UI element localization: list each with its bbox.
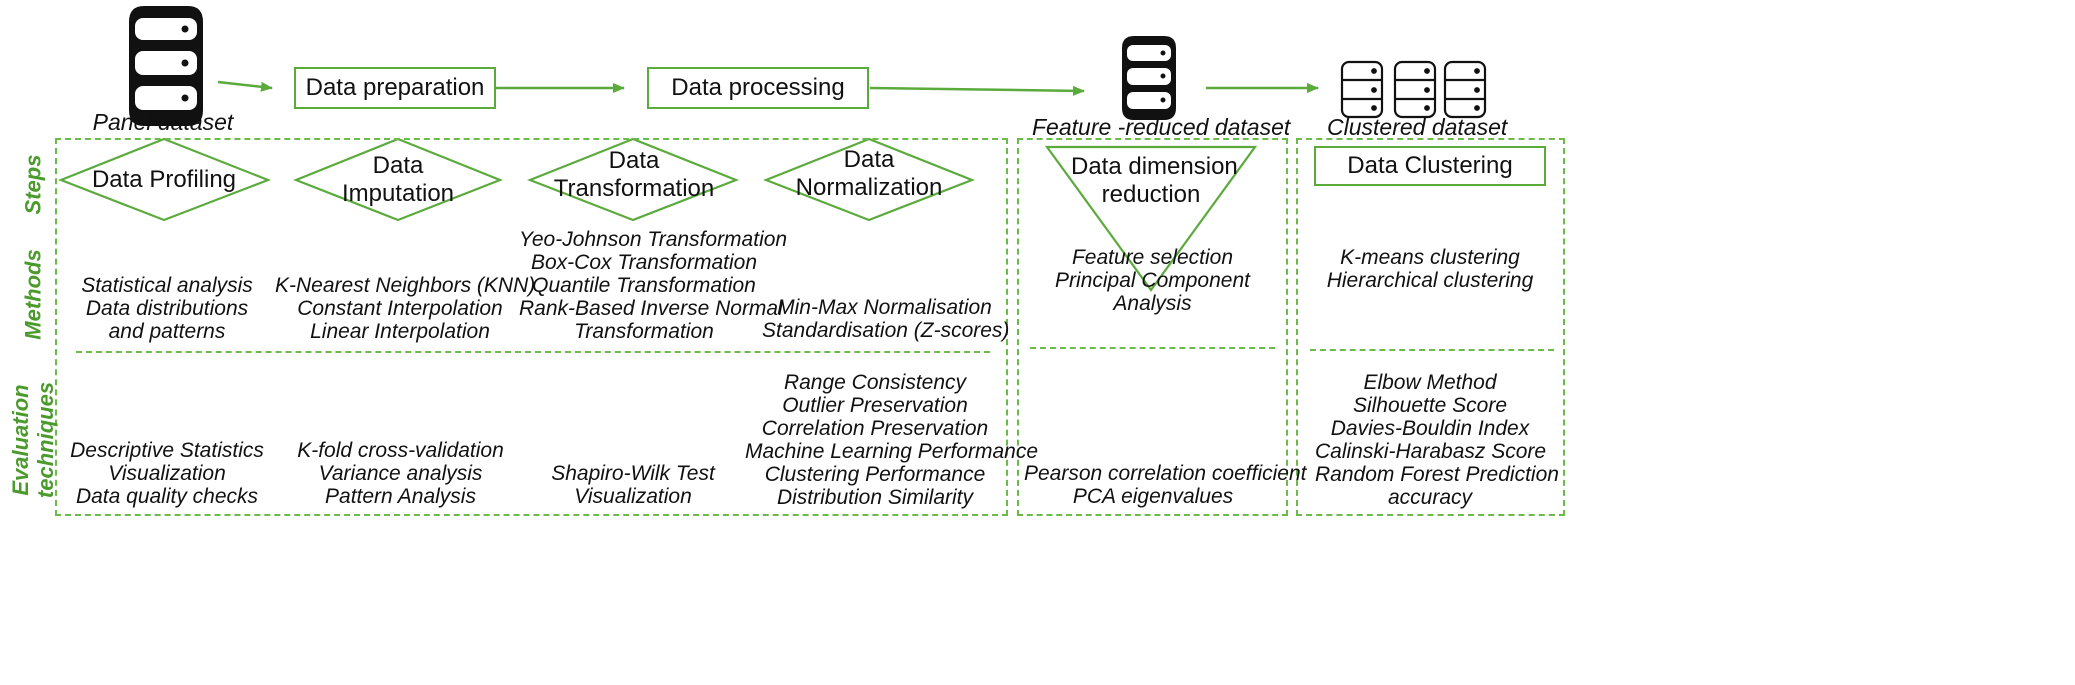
evaluation-profiling: Descriptive Statistics Visualization Dat… — [62, 439, 272, 508]
method-item: Linear Interpolation — [310, 320, 490, 343]
evaluation-item: Calinski-Harabasz Score — [1315, 440, 1547, 463]
evaluation-item: Data quality checks — [75, 485, 259, 508]
method-item: Principal Component — [1055, 269, 1250, 292]
step-normalization-line1: Data — [843, 146, 895, 173]
evaluation-item: Elbow Method — [1363, 371, 1497, 394]
data-processing-label: Data processing — [671, 74, 845, 101]
evaluation-item: PCA eigenvalues — [1072, 485, 1234, 508]
evaluation-imputation: K-fold cross-validation Variance analysi… — [288, 439, 513, 508]
evaluation-item: Clustering Performance — [764, 463, 986, 486]
evaluation-item: accuracy — [1387, 486, 1473, 509]
step-reduction-line1: Data dimension — [1071, 153, 1238, 180]
database-icon — [1122, 36, 1176, 120]
methods-imputation: K-Nearest Neighbors (KNN) Constant Inter… — [275, 274, 536, 343]
database-icon — [1443, 60, 1487, 119]
method-item: K-Nearest Neighbors (KNN) — [275, 274, 536, 297]
step-reduction-line2: reduction — [1101, 181, 1201, 208]
evaluation-item: Descriptive Statistics — [70, 439, 264, 462]
database-icon — [1340, 60, 1384, 119]
step-imputation-line2: Imputation — [341, 180, 455, 207]
clustered-dataset-label: Clustered dataset — [1327, 114, 1508, 140]
methods-normalization: Min-Max Normalisation Standardisation (Z… — [762, 296, 1010, 342]
evaluation-item: Random Forest Prediction — [1315, 463, 1559, 486]
step-transformation-shape — [526, 137, 740, 222]
preprocessing-panel — [55, 138, 1008, 516]
step-profiling-label: Data Profiling — [91, 166, 237, 193]
arrow-icon — [217, 80, 273, 92]
evaluation-item: K-fold cross-validation — [297, 439, 504, 462]
methods-transformation: Yeo-Johnson Transformation Box-Cox Trans… — [519, 228, 788, 343]
separator-line — [1310, 349, 1554, 351]
evaluation-item: Correlation Preservation — [761, 417, 989, 440]
step-imputation-shape — [293, 137, 503, 222]
methods-reduction: Feature selection Principal Component An… — [1040, 246, 1265, 315]
row-label-evaluation: Evaluation techniques — [8, 365, 58, 515]
evaluation-transformation: Shapiro-Wilk Test Visualization — [533, 462, 733, 508]
database-icon — [129, 6, 203, 126]
evaluation-item: Range Consistency — [783, 371, 967, 394]
evaluation-item: Visualization — [574, 485, 692, 508]
method-item: Analysis — [1113, 292, 1192, 315]
methods-profiling: Statistical analysis Data distributions … — [62, 274, 272, 343]
panel-dataset-label: Panel dataset — [92, 109, 234, 135]
evaluation-item: Davies-Bouldin Index — [1330, 417, 1530, 440]
step-normalization-shape — [762, 137, 976, 222]
step-reduction-shape — [1044, 145, 1258, 292]
method-item: and patterns — [108, 320, 226, 343]
evaluation-normalization: Range Consistency Outlier Preservation C… — [745, 371, 1038, 509]
step-reduction-label: Data dimension reduction — [1071, 153, 1238, 209]
method-item: K-means clustering — [1340, 246, 1520, 269]
step-normalization-line2: Normalization — [795, 174, 943, 201]
method-item: Min-Max Normalisation — [777, 296, 992, 319]
step-transformation-line1: Data — [608, 147, 660, 174]
step-imputation-line1: Data — [372, 152, 424, 179]
method-item: Feature selection — [1071, 246, 1234, 269]
evaluation-item: Pattern Analysis — [325, 485, 476, 508]
row-label-evaluation-line1: Evaluation — [8, 384, 33, 496]
separator-line — [1030, 347, 1275, 349]
method-item: Quantile Transformation — [532, 274, 756, 297]
evaluation-reduction: Pearson correlation coefficient PCA eige… — [1024, 462, 1307, 508]
step-imputation-label: Data Imputation — [323, 152, 473, 208]
method-item: Constant Interpolation — [297, 297, 503, 320]
evaluation-item: Shapiro-Wilk Test — [551, 462, 715, 485]
feature-reduced-label: Feature -reduced dataset — [1032, 114, 1291, 140]
evaluation-item: Machine Learning Performance — [745, 440, 1038, 463]
methods-clustering: K-means clustering Hierarchical clusteri… — [1320, 246, 1540, 292]
step-transformation-line2: Transformation — [553, 175, 715, 202]
clustering-panel — [1296, 138, 1565, 516]
database-icon — [1393, 60, 1437, 119]
data-preparation-label: Data preparation — [305, 74, 485, 101]
method-item: Hierarchical clustering — [1326, 269, 1534, 292]
method-item: Data distributions — [85, 297, 249, 320]
data-preparation-box: Data preparation — [294, 67, 496, 109]
evaluation-item: Variance analysis — [318, 462, 483, 485]
data-processing-box: Data processing — [647, 67, 869, 109]
evaluation-item: Outlier Preservation — [782, 394, 968, 417]
step-clustering-label: Data Clustering — [1347, 152, 1513, 179]
arrow-icon — [869, 85, 1085, 96]
method-item: Statistical analysis — [81, 274, 253, 297]
method-item: Standardisation (Z-scores) — [762, 319, 1010, 342]
step-clustering-box: Data Clustering — [1314, 146, 1546, 186]
method-item: Box-Cox Transformation — [530, 251, 758, 274]
method-item: Transformation — [574, 320, 714, 343]
step-profiling-shape — [57, 137, 272, 222]
evaluation-item: Pearson correlation coefficient — [1024, 462, 1307, 485]
evaluation-item: Visualization — [108, 462, 226, 485]
row-label-methods: Methods — [20, 249, 46, 340]
reduction-panel — [1017, 138, 1288, 516]
method-item: Rank-Based Inverse Normal — [519, 297, 783, 320]
evaluation-clustering: Elbow Method Silhouette Score Davies-Bou… — [1315, 371, 1559, 509]
row-label-evaluation-line2: techniques — [33, 381, 58, 499]
evaluation-item: Distribution Similarity — [776, 486, 974, 509]
step-normalization-label: Data Normalization — [794, 146, 944, 202]
evaluation-item: Silhouette Score — [1352, 394, 1508, 417]
method-item: Yeo-Johnson Transformation — [519, 228, 788, 251]
separator-line — [76, 351, 990, 353]
step-transformation-label: Data Transformation — [544, 147, 724, 203]
row-label-steps: Steps — [20, 154, 46, 215]
